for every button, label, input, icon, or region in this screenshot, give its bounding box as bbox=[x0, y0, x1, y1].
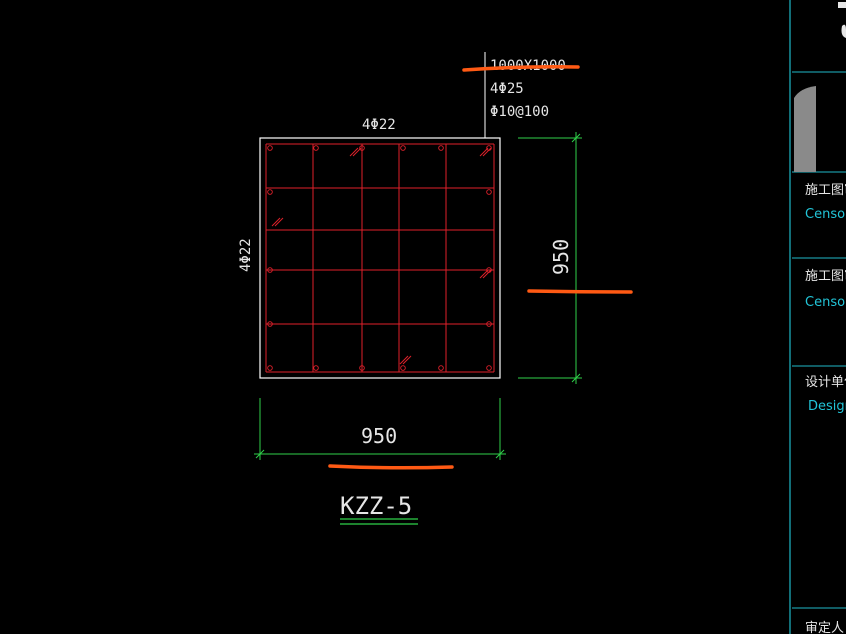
stirrup-hook bbox=[479, 147, 489, 157]
column-outline bbox=[259, 137, 501, 379]
title-block-panel bbox=[789, 0, 846, 634]
title-block-row2-zh: 施工图审 bbox=[805, 269, 846, 284]
stirrup-hook bbox=[274, 217, 284, 227]
rebar-bar bbox=[267, 145, 273, 151]
rebar-bar bbox=[313, 145, 319, 151]
width-dimension-text: 950 bbox=[361, 424, 397, 448]
rebar-bar bbox=[267, 189, 273, 195]
rebar-bar bbox=[486, 189, 492, 195]
rebar-grid bbox=[265, 143, 495, 373]
markup-stroke-width-dim bbox=[328, 464, 454, 470]
side-rebar-text: 4Φ22 bbox=[238, 238, 254, 272]
title-block-row3-zh: 设计单位 bbox=[805, 375, 846, 390]
rebar-bar bbox=[313, 365, 319, 371]
title-block-row4-zh: 审定人 bbox=[805, 621, 844, 634]
title-block-row1-en: Censo bbox=[805, 207, 845, 222]
logo-fragment bbox=[838, 2, 846, 38]
width-dimension bbox=[254, 398, 506, 460]
rebar-bar bbox=[267, 365, 273, 371]
column-label: KZZ-5 bbox=[340, 492, 412, 520]
stirrup-text: Φ10@100 bbox=[490, 104, 549, 120]
markup-stroke-height-dim bbox=[527, 289, 633, 294]
title-block-row3-en: Design bbox=[808, 399, 846, 414]
top-rebar-text: 4Φ22 bbox=[362, 117, 396, 133]
main-rebar-text: 4Φ25 bbox=[490, 81, 524, 97]
stamp-fragment bbox=[794, 86, 816, 172]
rebar-bar bbox=[486, 365, 492, 371]
rebar-bar bbox=[486, 321, 492, 327]
stirrup-hook bbox=[479, 269, 489, 279]
rebar-bar bbox=[438, 365, 444, 371]
rebar-bar bbox=[400, 145, 406, 151]
markup-stroke-section-size bbox=[462, 65, 580, 72]
stirrup-hook bbox=[482, 147, 492, 157]
height-dimension-text: 950 bbox=[549, 239, 573, 275]
stirrup-hook bbox=[402, 355, 412, 365]
title-block-row2-en: Censo bbox=[805, 295, 845, 310]
rebar-bar bbox=[359, 365, 365, 371]
stirrup-hook bbox=[399, 355, 409, 365]
rebar-bar bbox=[400, 365, 406, 371]
rebar-bar bbox=[359, 145, 365, 151]
stirrup-hook bbox=[271, 217, 281, 227]
rebar-bar bbox=[267, 321, 273, 327]
stirrup-hook bbox=[482, 269, 492, 279]
height-dimension bbox=[518, 132, 582, 384]
stirrup-hook bbox=[349, 147, 359, 157]
rebar-bar bbox=[438, 145, 444, 151]
rebar-bar bbox=[267, 267, 273, 273]
stirrup-hook bbox=[352, 147, 362, 157]
title-block-row1-zh: 施工图审 bbox=[805, 183, 846, 198]
